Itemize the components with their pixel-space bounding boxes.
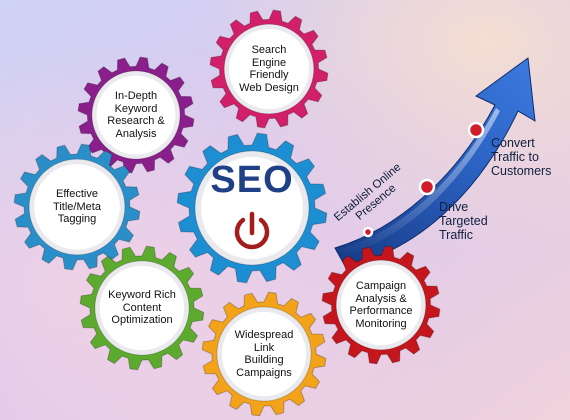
gear-keyword-research-shape: [77, 56, 195, 174]
gear-label-campaign-analysis: Campaign Analysis & Performance Monitori…: [349, 280, 413, 330]
gear-label-keyword-research: In-Depth Keyword Research & Analysis: [107, 90, 165, 140]
seo-center-gear-shape: [176, 132, 328, 284]
gear-campaign-analysis: Campaign Analysis & Performance Monitori…: [321, 245, 441, 365]
gear-label-link-building: Widespread Link Building Campaigns: [234, 329, 294, 379]
arrow-stage-dot-3: [467, 121, 485, 139]
gear-keyword-content: Keyword Rich Content Optimization: [79, 245, 205, 371]
gear-web-design-shape: [209, 9, 329, 129]
gear-link-building: Widespread Link Building Campaigns: [201, 291, 327, 417]
seo-title: SEO: [210, 159, 294, 201]
gear-campaign-analysis-shape: [321, 245, 441, 365]
gear-face: [99, 265, 185, 351]
stage-label-drive: Drive Targeted Traffic: [439, 200, 488, 242]
gear-face: [96, 75, 176, 155]
power-icon: [234, 211, 270, 250]
gear-face: [228, 28, 310, 110]
gear-keyword-content-shape: [79, 245, 205, 371]
arrow-stage-dot-2: [418, 178, 436, 196]
gear-label-title-meta: Effective Title/Meta Tagging: [53, 188, 101, 226]
seo-center-gear: SEO: [176, 132, 328, 284]
gear-face: [201, 157, 303, 259]
gear-face: [340, 264, 422, 346]
gear-link-building-shape: [201, 291, 327, 417]
gear-face: [221, 311, 307, 397]
growth-arrow: [334, 57, 536, 267]
stage-label-convert: Convert Traffic to Customers: [491, 136, 552, 178]
gear-label-web-design: Search Engine Friendly Web Design: [239, 44, 299, 94]
arrow-stage-dot-1: [362, 226, 374, 238]
gear-title-meta: Effective Title/Meta Tagging: [13, 143, 141, 271]
gear-label-keyword-content: Keyword Rich Content Optimization: [108, 289, 176, 327]
gear-face: [34, 164, 120, 250]
gear-title-meta-shape: [13, 143, 141, 271]
gear-keyword-research: In-Depth Keyword Research & Analysis: [77, 56, 195, 174]
gear-web-design: Search Engine Friendly Web Design: [209, 9, 329, 129]
